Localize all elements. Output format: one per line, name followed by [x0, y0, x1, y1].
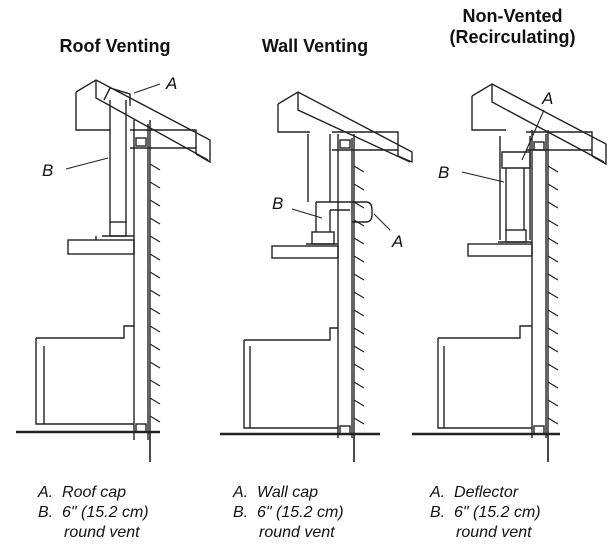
legend-key: A.	[233, 484, 249, 501]
legend-text: 6" (15.2 cm)	[257, 504, 344, 521]
legend-key: B.	[38, 504, 54, 521]
wall-venting-drawing	[220, 91, 413, 462]
roof-venting-legend: A. Roof cap B. 6" (15.2 cm) round vent	[38, 483, 149, 543]
legend-text: round vent	[456, 524, 532, 541]
legend-text: Wall cap	[257, 484, 319, 501]
legend-key: A.	[38, 484, 54, 501]
legend-text: round vent	[64, 524, 140, 541]
wall-cap-callout-a: A	[391, 232, 403, 251]
legend-item-a: A. Deflector	[430, 483, 541, 503]
legend-text: 6" (15.2 cm)	[62, 504, 149, 521]
non-vented-title: Non-Vented (Recirculating)	[420, 6, 605, 48]
roof-cap-callout-a: A	[165, 74, 177, 93]
legend-item-b-cont: round vent	[38, 523, 149, 543]
legend-key: A.	[430, 484, 446, 501]
legend-item-b: B. 6" (15.2 cm)	[233, 503, 344, 523]
legend-text: Roof cap	[62, 484, 127, 501]
legend-key: B.	[430, 504, 446, 521]
roof-venting-title: Roof Venting	[25, 36, 205, 57]
roof-venting-drawing	[16, 79, 211, 462]
legend-item-a: A. Roof cap	[38, 483, 149, 503]
wall-vent-callout-b: B	[272, 194, 283, 213]
non-vented-drawing	[412, 83, 607, 462]
wall-venting-legend: A. Wall cap B. 6" (15.2 cm) round vent	[233, 483, 344, 543]
legend-key: B.	[233, 504, 249, 521]
legend-item-b: B. 6" (15.2 cm)	[430, 503, 541, 523]
legend-item-a: A. Wall cap	[233, 483, 344, 503]
wall-venting-title: Wall Venting	[225, 36, 405, 57]
non-vented-legend: A. Deflector B. 6" (15.2 cm) round vent	[430, 483, 541, 543]
legend-text: 6" (15.2 cm)	[454, 504, 541, 521]
wall-venting-title-text: Wall Venting	[261, 36, 369, 56]
non-vented-title-line2: (Recirculating)	[449, 27, 576, 47]
legend-text: round vent	[259, 524, 335, 541]
non-vented-vent-callout-b: B	[438, 163, 449, 182]
roof-venting-title-text: Roof Venting	[59, 36, 171, 56]
non-vented-title-line1: Non-Vented	[462, 6, 563, 26]
legend-item-b-cont: round vent	[233, 523, 344, 543]
deflector-callout-a: A	[541, 89, 553, 108]
legend-item-b-cont: round vent	[430, 523, 541, 543]
roof-vent-callout-b: B	[42, 161, 53, 180]
legend-item-b: B. 6" (15.2 cm)	[38, 503, 149, 523]
legend-text: Deflector	[454, 484, 519, 501]
